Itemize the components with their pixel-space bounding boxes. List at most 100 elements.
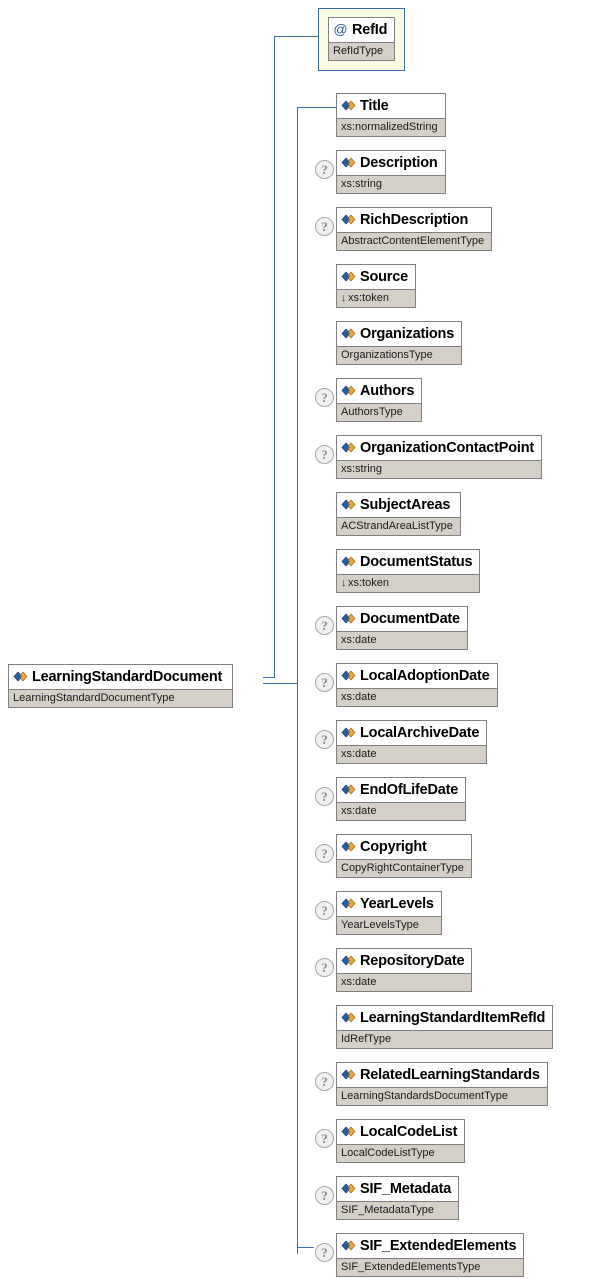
element-icon [13,671,28,682]
node-name: LearningStandardItemRefId [360,1009,546,1026]
node-type-row: LocalCodeListType [337,1144,465,1162]
node-name-row: DocumentStatus [337,550,480,574]
node-name-row: RepositoryDate [337,949,472,973]
node-type: RefIdType [333,45,384,57]
node-name-row: LocalAdoptionDate [337,664,497,688]
element-icon [341,1126,356,1137]
node-local-adoption-date[interactable]: LocalAdoptionDate xs:date [336,663,498,707]
node-type-row: IdRefType [337,1030,553,1048]
node-type-row: ↓xs:token [337,289,415,307]
node-type-row: YearLevelsType [337,916,441,934]
element-icon [341,955,356,966]
node-type: LocalCodeListType [341,1147,435,1159]
optional-marker-local-adoption-date: ? [315,673,334,692]
node-name: LearningStandardDocument [32,668,223,685]
node-type-row: RefIdType [329,42,395,60]
optional-marker-year-levels: ? [315,901,334,920]
node-name: RepositoryDate [360,952,465,969]
node-name-row: SubjectAreas [337,493,460,517]
attribute-group-wrapper: @ RefId RefIdType [318,8,406,71]
optional-marker-sif-metadata: ? [315,1186,334,1205]
node-type-row: xs:date [337,631,467,649]
element-icon [341,613,356,624]
element-icon [341,1069,356,1080]
element-icon [341,385,356,396]
node-name-row: LearningStandardDocument [9,665,233,689]
node-name-row: EndOfLifeDate [337,778,466,802]
element-icon [341,214,356,225]
node-name-row: Source [337,265,415,289]
node-source[interactable]: Source ↓xs:token [336,264,416,308]
node-name-row: Organizations [337,322,462,346]
node-name-row: @ RefId [329,18,395,42]
element-icon [341,442,356,453]
node-type: xs:date [341,691,377,703]
node-type-row: OrganizationsType [337,346,462,364]
node-end-of-life-date[interactable]: EndOfLifeDate xs:date [336,777,467,821]
node-repository-date[interactable]: RepositoryDate xs:date [336,948,473,992]
node-name-row: Title [337,94,445,118]
optional-marker-end-of-life-date: ? [315,787,334,806]
node-name-row: Copyright [337,835,471,859]
element-icon [341,157,356,168]
node-name: RefId [352,21,388,38]
node-name: LocalCodeList [360,1123,458,1140]
node-type: AuthorsType [341,406,403,418]
node-type: LearningStandardDocumentType [13,692,175,704]
node-type: xs:date [341,634,377,646]
element-connector-vertical [297,107,298,1254]
node-type: IdRefType [341,1033,392,1045]
node-type-row: AbstractContentElementType [337,232,492,250]
node-name: RelatedLearningStandards [360,1066,540,1083]
enumeration-arrow-icon: ↓ [341,577,347,589]
node-type-row: xs:string [337,460,542,478]
node-name: Source [360,268,408,285]
attribute-icon: @ [333,21,348,37]
node-type: xs:date [341,805,377,817]
node-name: YearLevels [360,895,434,912]
node-type-row: xs:date [337,973,472,991]
node-learning-standard-document[interactable]: LearningStandardDocument LearningStandar… [8,664,234,708]
node-name-row: Authors [337,379,422,403]
node-type-row: xs:date [337,802,466,820]
optional-marker-authors: ? [315,388,334,407]
node-type: LearningStandardsDocumentType [341,1090,508,1102]
node-name: Copyright [360,838,427,855]
attribute-connector-bottom-stub [263,677,275,678]
element-icon [341,328,356,339]
node-name-row: SIF_ExtendedElements [337,1234,524,1258]
node-type-row: xs:date [337,688,497,706]
node-name-row: DocumentDate [337,607,467,631]
node-name-row: OrganizationContactPoint [337,436,542,460]
node-refid[interactable]: @ RefId RefIdType [328,17,396,61]
node-document-date[interactable]: DocumentDate xs:date [336,606,468,650]
element-icon [341,727,356,738]
node-name: LocalAdoptionDate [360,667,490,684]
node-name: EndOfLifeDate [360,781,459,798]
element-icon [341,100,356,111]
element-icon [341,1240,356,1251]
node-name: DocumentStatus [360,553,473,570]
enumeration-arrow-icon: ↓ [341,292,347,304]
node-document-status[interactable]: DocumentStatus↓xs:token [336,549,481,593]
optional-marker-sif-extended-elements: ? [315,1243,334,1262]
optional-marker-description: ? [315,160,334,179]
node-type: ACStrandAreaListType [341,520,453,532]
element-icon [341,1012,356,1023]
node-name: LocalArchiveDate [360,724,480,741]
